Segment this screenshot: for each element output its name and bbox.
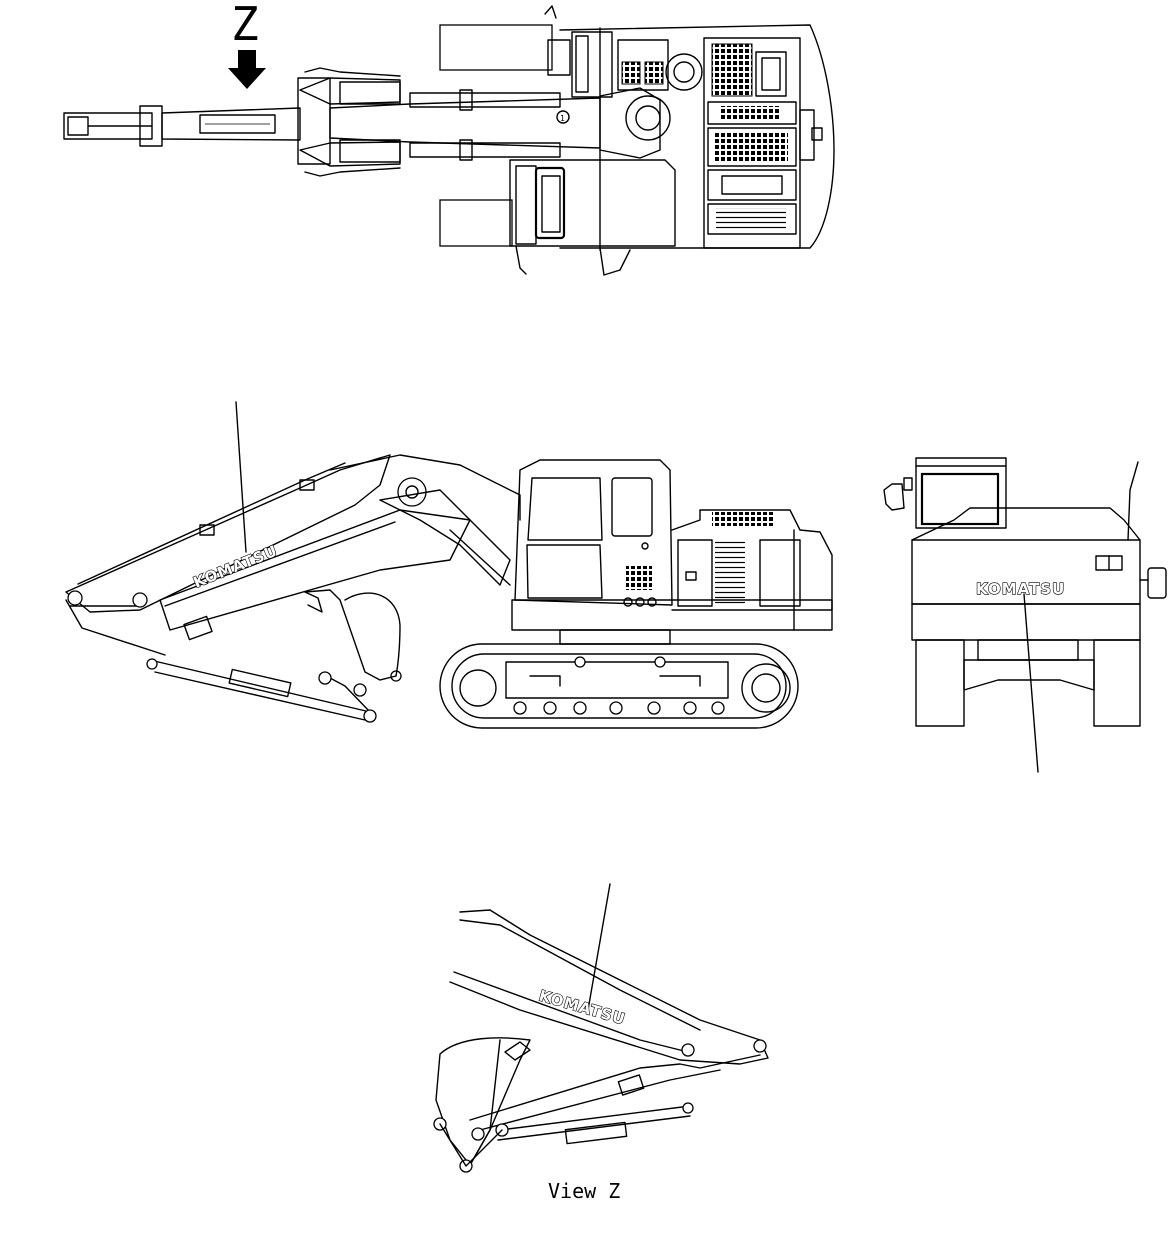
side-revolving-frame — [511, 599, 833, 631]
leader-line-rear — [1023, 593, 1039, 773]
side-cab — [514, 459, 673, 607]
komatsu-decal-view-z: KOMATSU — [537, 987, 628, 1029]
top-superstructure — [439, 5, 835, 251]
komatsu-decal-side: KOMATSU — [191, 542, 281, 592]
komatsu-decal-rear: KOMATSU — [976, 580, 1065, 598]
top-view: Z 1 — [63, 0, 835, 276]
svg-text:1: 1 — [560, 114, 565, 123]
top-boom: 1 — [329, 87, 661, 161]
leader-line-view-z — [587, 883, 611, 1011]
side-arm — [65, 454, 391, 656]
side-bucket-linkage — [146, 589, 402, 723]
side-view: KOMATSU — [65, 401, 833, 729]
view-z-detail: KOMATSU View Z — [433, 883, 769, 1203]
view-direction-arrow-icon — [228, 50, 266, 89]
side-boom-cylinder — [329, 454, 521, 586]
rear-counterweight: KOMATSU — [911, 507, 1141, 605]
view-z-caption: View Z — [548, 1179, 620, 1203]
view-marker-letter: Z — [231, 0, 259, 51]
side-track — [439, 643, 799, 729]
side-engine-housing — [671, 509, 833, 631]
rear-view: KOMATSU — [883, 457, 1167, 773]
top-arm — [63, 67, 401, 177]
top-cab — [509, 159, 676, 276]
decal-patch-side — [183, 615, 213, 641]
leader-line-side — [235, 401, 247, 553]
